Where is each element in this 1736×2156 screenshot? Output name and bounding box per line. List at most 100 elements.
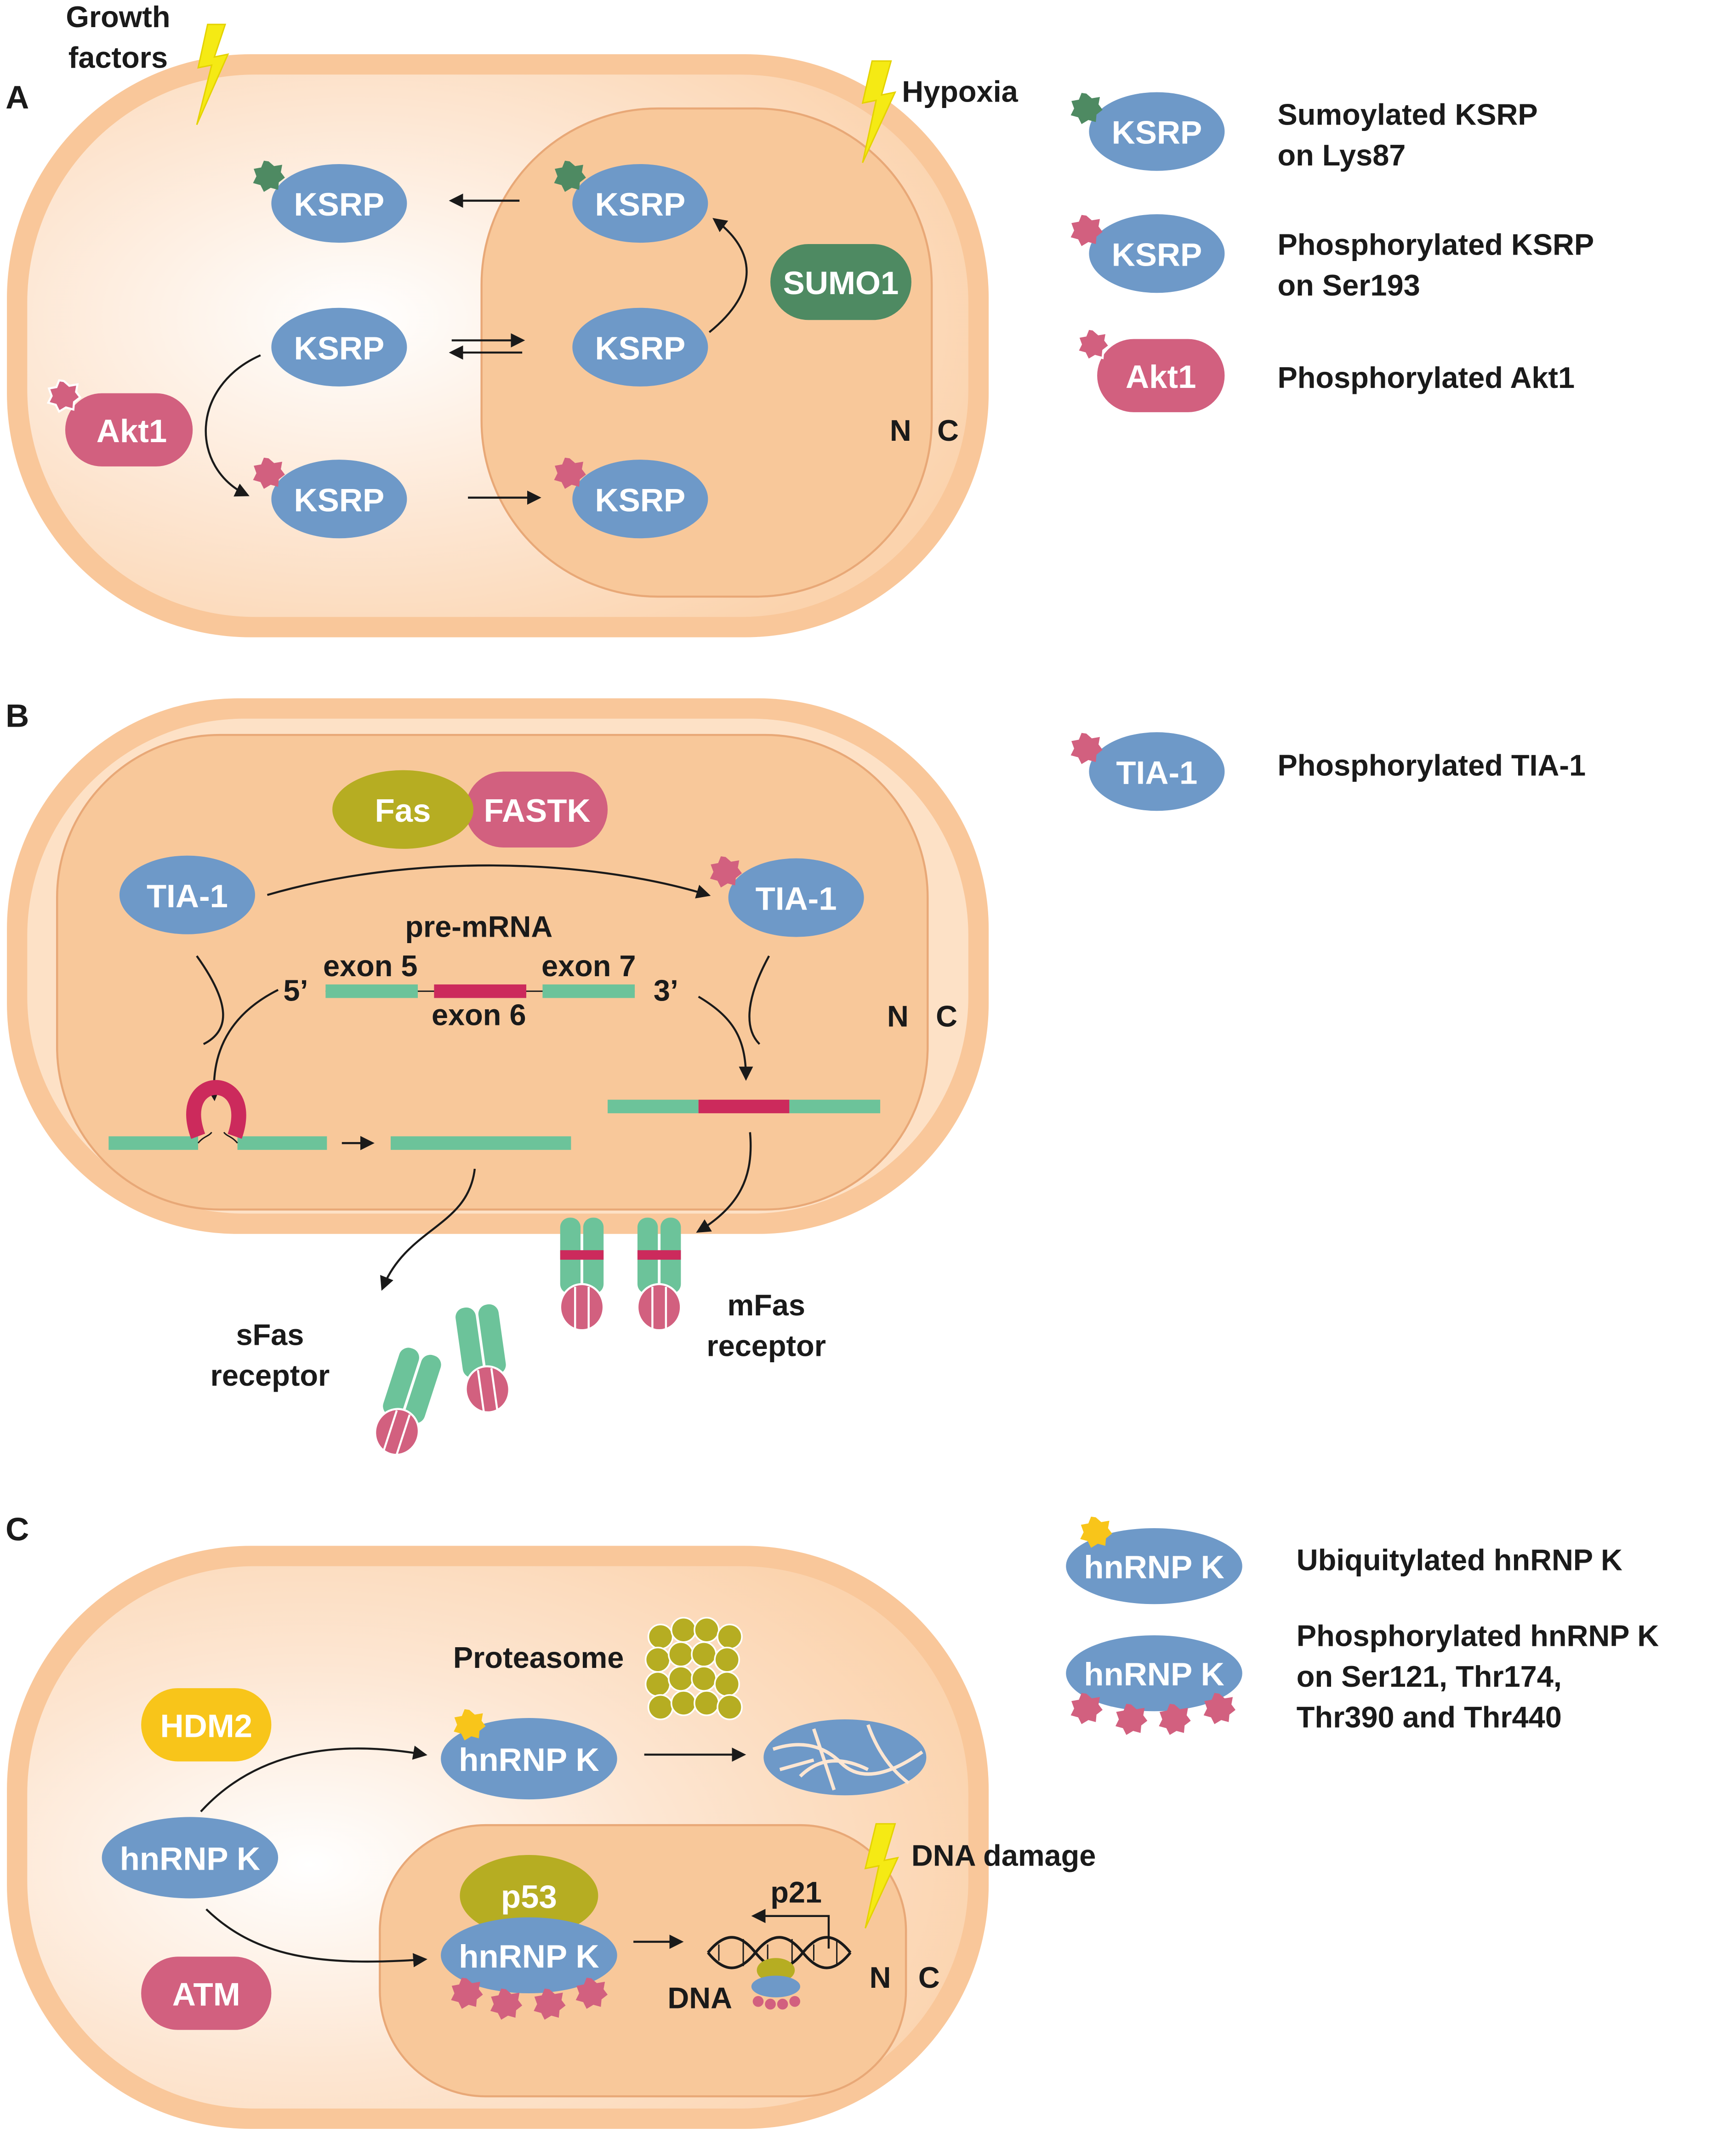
cytoplasm-label-c: C <box>918 1961 940 1994</box>
legend-phos-hnrnpk-line3: Thr390 and Thr440 <box>1297 1701 1562 1734</box>
legend-phos-ksrp: KSRP Phosphorylated KSRP on Ser193 <box>1070 214 1594 302</box>
atm-label: ATM <box>172 1977 240 2013</box>
hnrnpk-label: hnRNP K <box>459 1742 599 1778</box>
ksrp-sumo-nucleus: KSRP <box>554 160 708 243</box>
tia1-label: TIA-1 <box>147 878 228 915</box>
five-prime-label: 5’ <box>283 973 308 1007</box>
legend-sumo-ksrp-line2: on Lys87 <box>1277 138 1406 172</box>
legend-phos-ksrp-line2: on Ser193 <box>1277 268 1420 302</box>
ksrp-nucleus: KSRP <box>572 307 708 387</box>
mrna-exon5-7 <box>390 1136 571 1150</box>
nucleus-label-c: N <box>870 1961 891 1994</box>
fas-label: Fas <box>375 793 431 829</box>
ksrp-label: KSRP <box>1112 237 1202 273</box>
legend-phos-hnrnpk-line1: Phosphorylated hnRNP K <box>1297 1619 1659 1653</box>
p21-transcription-arrow <box>751 1909 830 1949</box>
ksrp-label: KSRP <box>595 482 685 518</box>
exon6-skipped-lariat <box>108 1080 327 1150</box>
ksrp-sumo-cyto: KSRP <box>253 160 407 243</box>
dna-label: DNA <box>667 1981 732 2014</box>
panel-c: C HDM2 hnRNP K ATM hnRNP K Prot <box>6 1512 1659 2129</box>
mfas-label-line1: mFas <box>727 1288 805 1322</box>
ksrp-label: KSRP <box>294 330 385 367</box>
legend-phos-tia1: TIA-1 Phosphorylated TIA-1 <box>1070 732 1586 811</box>
legend-phos-hnrnpk-line2: on Ser121, Thr174, <box>1297 1660 1562 1693</box>
arrow-phosphorylation-hnrnpk <box>205 1908 427 1968</box>
sumo1: SUMO1 <box>770 244 911 320</box>
panel-a: A Growth factors Hypoxia KSRP KSRP <box>6 0 1594 637</box>
ksrp-cyto: KSRP <box>271 307 407 387</box>
exon6-label: exon 6 <box>432 998 526 1031</box>
tia1-label: TIA-1 <box>1116 755 1197 791</box>
nucleus-b <box>56 734 929 1211</box>
arrow-to-sfas <box>380 1168 476 1291</box>
ksrp-label: KSRP <box>294 187 385 223</box>
mrna-exon5-6-7 <box>608 1099 881 1114</box>
tia1-label: TIA-1 <box>756 881 837 917</box>
nucleus-label-b: N <box>887 999 909 1033</box>
exon5-label: exon 5 <box>323 949 418 983</box>
sumo1-label: SUMO1 <box>783 265 899 301</box>
dna-damage-lightning-icon <box>864 1823 899 1928</box>
hnrnpk-phospho-nucleus: hnRNP K <box>441 1917 617 2020</box>
three-prime-label: 3’ <box>654 973 678 1007</box>
legend-phos-hnrnpk: hnRNP K Phosphorylated hnRNP K on Ser121… <box>1066 1619 1659 1735</box>
akt1-label: Akt1 <box>97 413 167 449</box>
dna-damage-label: DNA damage <box>911 1839 1096 1872</box>
tia1-phospho: TIA-1 <box>710 856 864 937</box>
p21-label: p21 <box>770 1875 822 1909</box>
sfas-label-line2: receptor <box>211 1359 330 1392</box>
p53-label: p53 <box>501 1879 557 1915</box>
hypoxia-lightning-icon <box>861 60 897 163</box>
legend-phos-tia1-text: Phosphorylated TIA-1 <box>1277 749 1586 782</box>
ksrp-phospho-nucleus: KSRP <box>554 457 708 539</box>
arrow-include-right <box>748 955 770 1045</box>
growth-factors-label-line1: Growth <box>66 0 170 34</box>
fas-fastk-complex: Fas FASTK <box>332 770 608 849</box>
mfas-receptor-2 <box>636 1217 682 1331</box>
hnrnpk-label: hnRNP K <box>120 1841 260 1877</box>
legend-phos-akt1: Akt1 Phosphorylated Akt1 <box>1077 329 1575 412</box>
pre-mrna-label: pre-mRNA <box>405 910 552 944</box>
arrow-ubiquitylation <box>200 1746 427 1813</box>
exon7-label: exon 7 <box>541 949 636 983</box>
akt1-label: Akt1 <box>1126 359 1196 395</box>
hdm2: HDM2 <box>141 1688 272 1762</box>
nucleus-label-a: N <box>890 414 911 447</box>
degraded-protein <box>763 1719 927 1796</box>
growth-factors-lightning-icon <box>196 23 229 125</box>
arrow-tia1-phosphorylation <box>267 864 711 899</box>
arrow-skip-left <box>196 955 224 1045</box>
arrow-sumoylation <box>708 218 748 333</box>
cytoplasm-label-b: C <box>936 999 957 1033</box>
ksrp-label: KSRP <box>1112 115 1202 151</box>
dna-bound-complex <box>751 1958 800 2010</box>
legend-phos-ksrp-line1: Phosphorylated KSRP <box>1277 228 1594 262</box>
legend-phos-akt1-text: Phosphorylated Akt1 <box>1277 361 1575 394</box>
growth-factors-label-line2: factors <box>68 41 168 74</box>
hnrnpk-label: hnRNP K <box>1084 1549 1224 1586</box>
fastk-label: FASTK <box>484 793 591 829</box>
arrow-to-mfas <box>696 1132 752 1233</box>
legend-sumo-ksrp: KSRP Sumoylated KSRP on Lys87 <box>1070 92 1538 172</box>
panel-b: B Fas FASTK TIA-1 TIA-1 pre-mRNA exon 5 … <box>6 698 1586 1456</box>
sfas-receptor-1 <box>374 1348 441 1456</box>
hnrnpk-label: hnRNP K <box>1084 1656 1224 1693</box>
arrow-include-right-tail <box>698 996 753 1081</box>
panel-letter-b: B <box>6 698 29 734</box>
sfas-label-line1: sFas <box>236 1318 304 1352</box>
p53: p53 <box>460 1855 598 1937</box>
hnrnpk-label: hnRNP K <box>459 1939 599 1975</box>
panel-letter-c: C <box>6 1512 29 1548</box>
mfas-label-line2: receptor <box>706 1329 826 1362</box>
legend-ubiq-hnrnpk-text: Ubiquitylated hnRNP K <box>1297 1543 1622 1576</box>
proteasome-label: Proteasome <box>453 1641 624 1674</box>
ksrp-label: KSRP <box>294 482 385 518</box>
ksrp-phospho-cyto: KSRP <box>253 457 407 539</box>
legend-sumo-ksrp-line1: Sumoylated KSRP <box>1277 97 1537 131</box>
hnrnpk-cyto: hnRNP K <box>102 1817 279 1899</box>
hypoxia-label: Hypoxia <box>902 74 1018 108</box>
atm: ATM <box>141 1957 272 2030</box>
legend-ubiq-hnrnpk: hnRNP K Ubiquitylated hnRNP K <box>1066 1516 1622 1604</box>
